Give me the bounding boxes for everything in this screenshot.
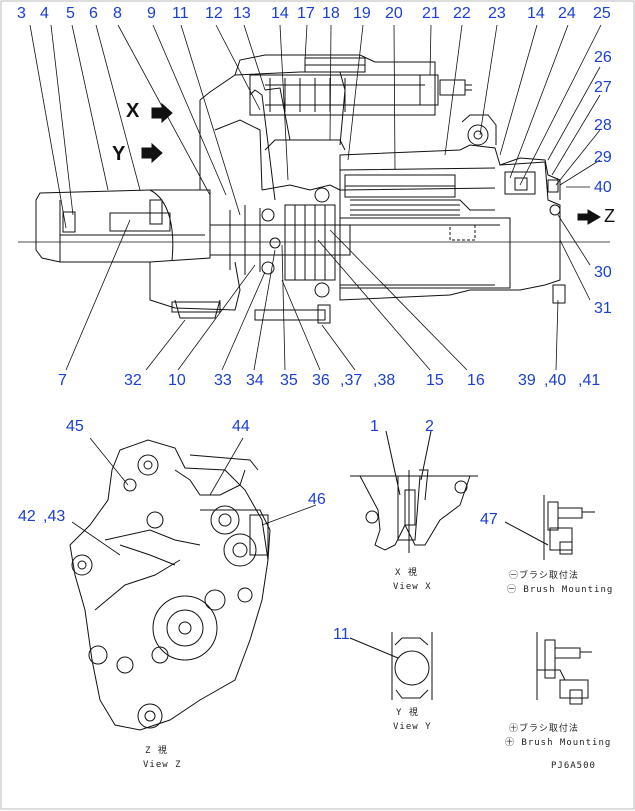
- callout-5: 5: [66, 5, 75, 22]
- callout-28: 28: [594, 117, 612, 134]
- callout-8: 8: [113, 5, 122, 22]
- callout-41: ,41: [578, 372, 601, 389]
- callout-14b: 14: [527, 5, 545, 22]
- callout-34: 34: [246, 372, 264, 389]
- callout-46: 46: [308, 491, 326, 508]
- view-x-caption-jp: X 視: [395, 568, 418, 578]
- callout-14: 14: [271, 5, 289, 22]
- callout-18: 18: [322, 5, 340, 22]
- callout-13: 13: [233, 5, 251, 22]
- callout-42: 42: [18, 508, 36, 525]
- arrow-label-y: Y: [112, 143, 126, 165]
- callout-20: 20: [385, 5, 403, 22]
- callout-16: 16: [467, 372, 485, 389]
- brush-mounting-a-drawing: [504, 495, 595, 560]
- callout-32: 32: [124, 372, 142, 389]
- callout-26: 26: [594, 49, 612, 66]
- brush-mounting-a-caption-en: ㊀ Brush Mounting: [507, 585, 614, 595]
- callout-45: 45: [66, 418, 84, 435]
- callout-33: 33: [214, 372, 232, 389]
- arrow-label-x: X: [126, 100, 140, 122]
- callout-10: 10: [168, 372, 186, 389]
- callout-22: 22: [453, 5, 471, 22]
- callout-z-arrow: Z: [604, 206, 615, 226]
- callout-25: 25: [593, 5, 611, 22]
- callout-12: 12: [205, 5, 223, 22]
- view-y-caption-jp: Y 視: [396, 708, 419, 718]
- view-z-caption-en: View Z: [143, 760, 182, 770]
- callout-17: 17: [297, 5, 315, 22]
- callout-31: 31: [594, 300, 612, 317]
- callout-29: 29: [594, 149, 612, 166]
- callout-43: ,43: [43, 508, 66, 525]
- callout-35: 35: [280, 372, 298, 389]
- callout-36: 36: [312, 372, 330, 389]
- callout-39: 39: [518, 372, 536, 389]
- callout-3: 3: [17, 5, 26, 22]
- callout-15: 15: [426, 372, 444, 389]
- view-z-drawing: [69, 439, 271, 731]
- drawing-code: PJ6A500: [551, 761, 596, 771]
- callout-1: 1: [370, 418, 379, 435]
- callout-27: 27: [594, 79, 612, 96]
- callout-7: 7: [58, 372, 67, 389]
- callout-11: 11: [172, 5, 189, 22]
- view-y-drawing: [349, 632, 433, 700]
- callout-38: ,38: [373, 372, 396, 389]
- callout-11b: 11: [333, 626, 350, 643]
- callout-23: 23: [488, 5, 506, 22]
- callout-21: 21: [422, 5, 440, 22]
- brush-mounting-b-caption-jp: ㊉ブラシ取付法: [509, 724, 579, 734]
- view-x-caption-en: View X: [393, 582, 432, 592]
- callout-40b: ,40: [544, 372, 567, 389]
- brush-mounting-b-caption-en: ㊉ Brush Mounting: [505, 738, 612, 748]
- starter-section-view: [18, 54, 610, 324]
- callout-4: 4: [40, 5, 49, 22]
- callout-30: 30: [594, 264, 612, 281]
- callout-47: 47: [480, 511, 498, 528]
- brush-mounting-b-drawing: [536, 632, 592, 705]
- view-z-caption-jp: Z 視: [145, 746, 168, 756]
- callout-37: ,37: [340, 372, 363, 389]
- callout-19: 19: [353, 5, 371, 22]
- callout-24: 24: [558, 5, 576, 22]
- callout-40: 40: [594, 179, 612, 196]
- callout-6: 6: [89, 5, 98, 22]
- callout-9: 9: [147, 5, 156, 22]
- callout-2: 2: [425, 418, 434, 435]
- brush-mounting-a-caption-jp: ㊀ブラシ取付法: [509, 571, 579, 581]
- callout-44: 44: [232, 418, 250, 435]
- view-y-caption-en: View Y: [393, 722, 432, 732]
- view-x-drawing: [350, 430, 478, 553]
